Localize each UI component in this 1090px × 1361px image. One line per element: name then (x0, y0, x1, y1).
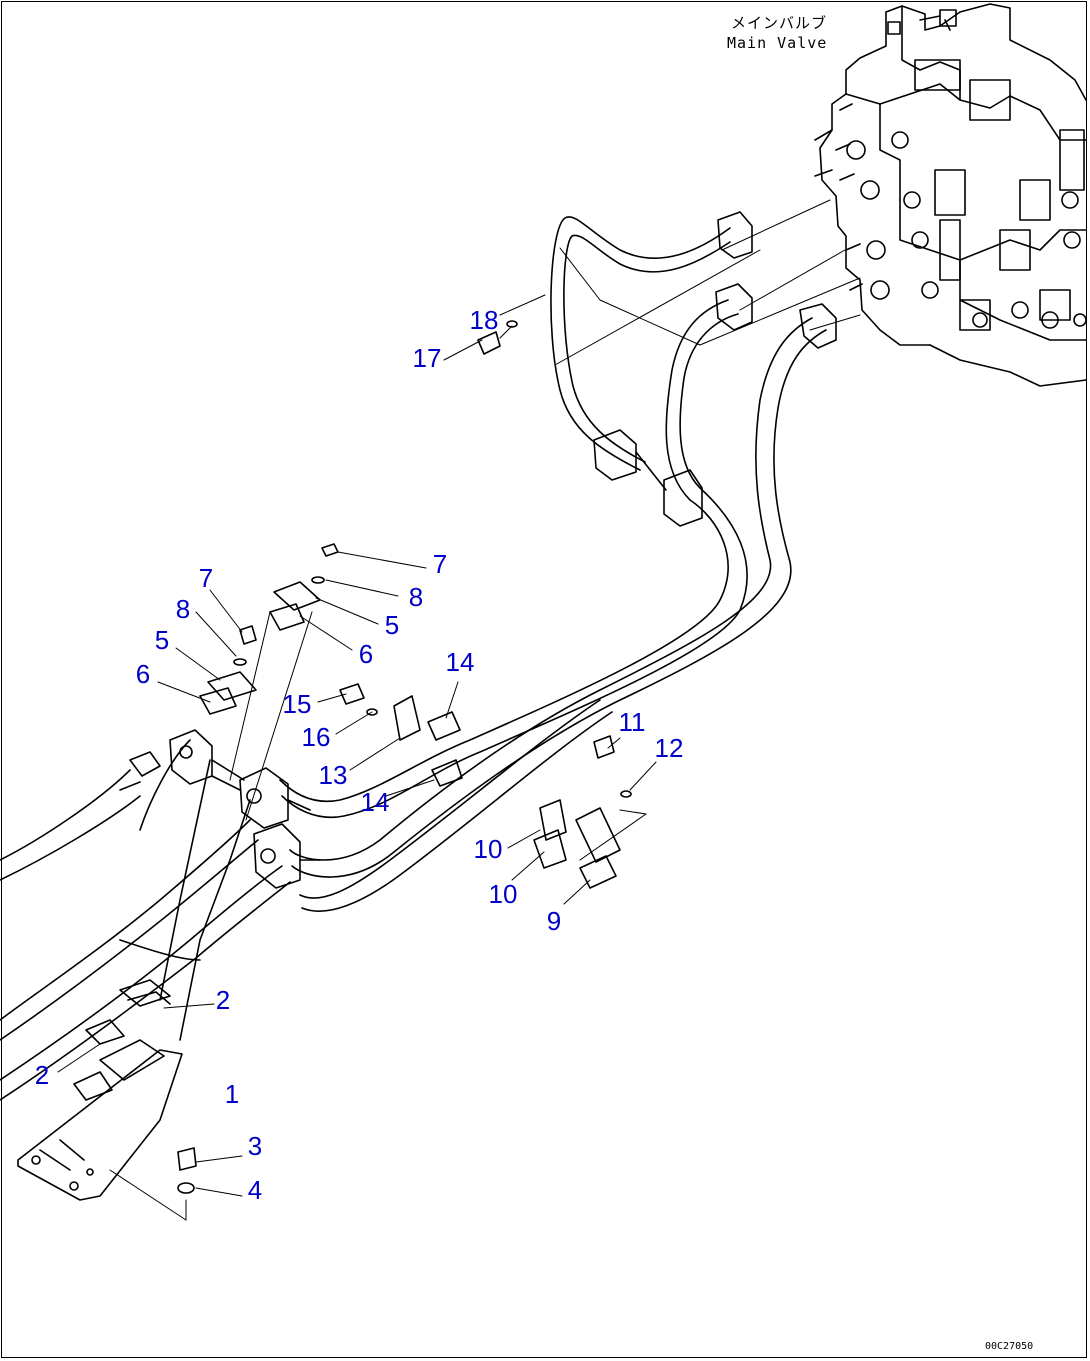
main-valve-label-english: Main Valve (727, 34, 828, 52)
callout-2: 2 (215, 985, 231, 1015)
callout-12: 12 (654, 733, 684, 763)
small-parts (177, 320, 632, 1194)
main-valve-assembly (814, 3, 1087, 387)
callout-7: 7 (432, 549, 448, 579)
callout-5: 5 (384, 610, 400, 640)
callout-13: 13 (318, 760, 348, 790)
callout-9: 9 (546, 906, 562, 936)
callout-7: 7 (198, 563, 214, 593)
callout-10: 10 (473, 834, 503, 864)
callout-10: 10 (488, 879, 518, 909)
callout-6: 6 (358, 639, 374, 669)
boom-structure (0, 739, 291, 1201)
callout-15: 15 (282, 689, 312, 719)
main-valve-label-japanese: メインバルブ (731, 14, 828, 32)
guide-lines (499, 199, 861, 366)
hydraulic-tubes (279, 211, 837, 912)
callout-11: 11 (618, 707, 646, 737)
callout-3: 3 (247, 1131, 263, 1161)
callout-8: 8 (175, 594, 191, 624)
callout-8: 8 (408, 582, 424, 612)
callout-16: 16 (301, 722, 331, 752)
callout-4: 4 (247, 1175, 263, 1205)
callout-18: 18 (469, 305, 499, 335)
drawing-code: 00C27050 (985, 1341, 1034, 1352)
callout-17: 17 (412, 343, 442, 373)
callout-5: 5 (154, 625, 170, 655)
callout-2: 2 (34, 1060, 50, 1090)
callout-14: 14 (445, 647, 475, 677)
callout-6: 6 (135, 659, 151, 689)
hose-clamps (119, 729, 321, 889)
callout-14: 14 (360, 787, 390, 817)
leader-lines (57, 325, 657, 1221)
callout-1: 1 (224, 1079, 240, 1109)
